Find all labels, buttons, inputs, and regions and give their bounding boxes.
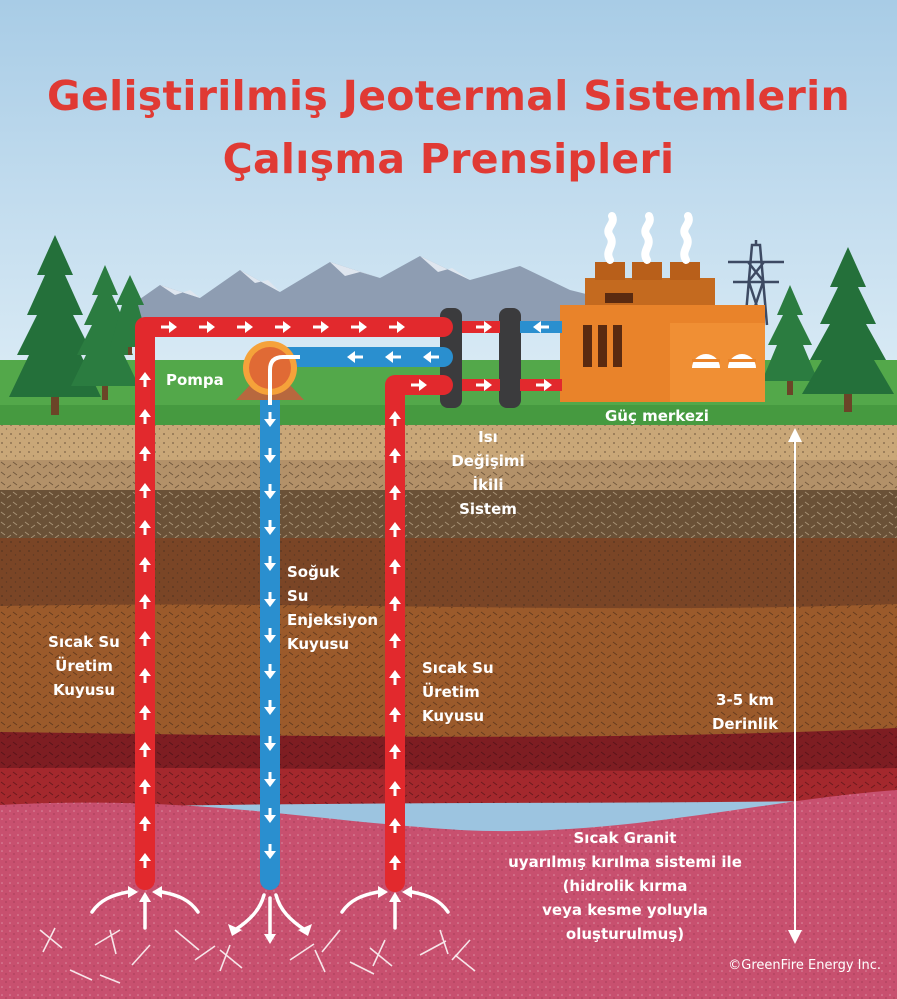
hot-flow-arrow [313, 321, 329, 333]
pump-label: Pompa [166, 371, 224, 389]
transmission-tower-icon [728, 240, 784, 326]
cold-flow-arrow [385, 351, 401, 363]
hot-flow-arrow [351, 321, 367, 333]
hot-flow-arrow [275, 321, 291, 333]
hot-production-well-label-left: Sıcak Su Üretim Kuyusu [48, 633, 120, 699]
cold-flow-arrow [264, 628, 276, 643]
cold-flow-arrow [264, 700, 276, 715]
hot-flow-arrow [536, 379, 552, 391]
hot-flow-arrow [389, 596, 401, 611]
credit: ©GreenFire Energy Inc. [728, 958, 881, 973]
hot-flow-arrow [389, 321, 405, 333]
hot-flow-arrow [389, 559, 401, 574]
hot-flow-arrow [199, 321, 215, 333]
cold-flow-arrow [264, 664, 276, 679]
fracture-flow-arrows [90, 890, 450, 937]
pump-icon [236, 341, 304, 405]
hot-flow-arrow [139, 409, 151, 424]
cold-flow-arrow [264, 772, 276, 787]
depth-arrow [788, 428, 802, 944]
hot-granite-label: Sıcak Granit uyarılmış kırılma sistemi i… [508, 829, 742, 943]
hot-flow-arrow [139, 742, 151, 757]
heat-exchange-label: Isı Değişimi İkili Sistem [451, 428, 525, 518]
cold-flow-arrow [264, 448, 276, 463]
hot-flow-arrow [389, 411, 401, 426]
hot-flow-arrow [476, 321, 492, 333]
cold-flow-arrow [264, 844, 276, 859]
hot-flow-arrow [139, 779, 151, 794]
cold-flow-arrow [264, 592, 276, 607]
hot-flow-arrow [389, 781, 401, 796]
hot-production-pipe-left [135, 317, 453, 890]
hot-flow-arrow [139, 483, 151, 498]
power-plant-icon [560, 212, 765, 402]
hot-flow-arrow [139, 372, 151, 387]
hot-flow-arrow [389, 818, 401, 833]
hot-flow-arrow [389, 522, 401, 537]
hot-flow-arrow [389, 744, 401, 759]
hot-flow-arrow [139, 853, 151, 868]
hot-flow-arrow [476, 379, 492, 391]
title-line-2: Çalışma Prensipleri [222, 135, 675, 183]
cold-flow-arrow [533, 321, 549, 333]
hot-flow-arrow [139, 446, 151, 461]
hot-production-well-label-right: Sıcak Su Üretim Kuyusu [422, 659, 494, 725]
hot-flow-arrow [139, 816, 151, 831]
cold-flow-arrow [264, 556, 276, 571]
cold-flow-arrow [264, 520, 276, 535]
pine-tree-icon [9, 235, 894, 415]
fracture-network [39, 927, 476, 984]
cold-flow-arrow [347, 351, 363, 363]
depth-label: 3-5 km Derinlik [711, 691, 779, 733]
hot-flow-arrow [389, 670, 401, 685]
hot-flow-arrow [139, 705, 151, 720]
hot-flow-arrow [139, 631, 151, 646]
hot-flow-arrow [389, 485, 401, 500]
power-plant-label: Güç merkezi [605, 407, 709, 425]
hot-flow-arrow [389, 448, 401, 463]
cold-flow-arrow [423, 351, 439, 363]
mountains [110, 256, 610, 330]
title-line-1: Geliştirilmiş Jeotermal Sistemlerin [47, 72, 850, 120]
cold-flow-arrow [264, 412, 276, 427]
hot-flow-arrow [139, 668, 151, 683]
flow-arrows [139, 321, 552, 870]
hot-flow-arrow [161, 321, 177, 333]
hot-flow-arrow [389, 707, 401, 722]
cold-flow-arrow [264, 484, 276, 499]
hot-flow-arrow [389, 855, 401, 870]
hot-flow-arrow [411, 379, 427, 391]
hot-flow-arrow [139, 594, 151, 609]
cold-flow-arrow [264, 736, 276, 751]
cold-injection-well-label: Soğuk Su Enjeksiyon Kuyusu [287, 563, 379, 653]
cold-flow-arrow [264, 808, 276, 823]
hot-flow-arrow [237, 321, 253, 333]
hot-flow-arrow [139, 557, 151, 572]
hot-flow-arrow [389, 633, 401, 648]
hot-flow-arrow [139, 520, 151, 535]
